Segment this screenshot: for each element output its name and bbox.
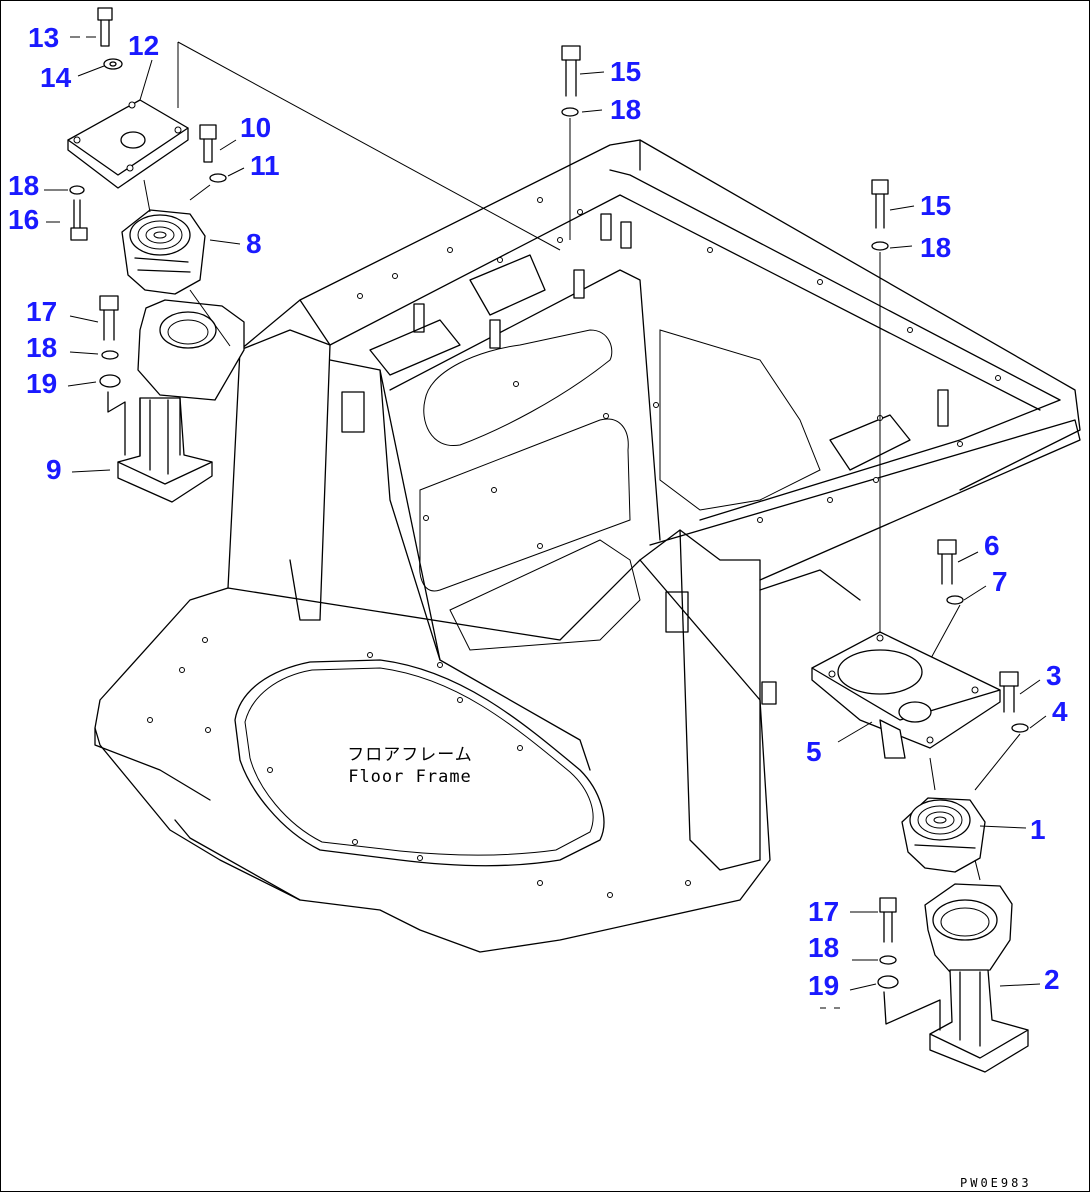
callout-leaders	[44, 36, 1047, 1009]
callout-13: 13	[28, 22, 60, 53]
callout-18-a: 18	[8, 170, 40, 201]
callout-8: 8	[246, 228, 262, 259]
callout-5: 5	[806, 736, 822, 767]
floor-frame-label: フロアフレーム Floor Frame	[330, 744, 490, 788]
callout-19-b: 19	[808, 970, 840, 1001]
right-mount-assembly	[811, 539, 1029, 1073]
center-bolts	[561, 45, 889, 700]
callout-12: 12	[128, 30, 160, 61]
callout-17-b: 17	[808, 896, 840, 927]
callout-16: 16	[8, 204, 40, 235]
callout-1: 1	[1030, 814, 1046, 845]
callout-7: 7	[992, 566, 1008, 597]
callout-18-e: 18	[808, 932, 840, 963]
callout-14: 14	[40, 62, 72, 93]
drawing-code: PW0E983	[960, 1176, 1032, 1190]
floor-frame-english: Floor Frame	[348, 767, 472, 787]
callout-19-a: 19	[26, 368, 58, 399]
callout-10: 10	[240, 112, 272, 143]
callout-6: 6	[984, 530, 1000, 561]
callout-4: 4	[1052, 696, 1068, 727]
callout-18-d: 18	[920, 232, 952, 263]
callout-2: 2	[1044, 964, 1060, 995]
callout-18-b: 18	[26, 332, 58, 363]
callout-11: 11	[250, 150, 280, 181]
callout-9: 9	[46, 454, 62, 485]
callout-15-b: 15	[920, 190, 952, 221]
left-mount-assembly	[67, 7, 561, 503]
floor-frame-japanese: フロアフレーム	[347, 745, 473, 765]
floor-frame-assembly	[94, 139, 1081, 953]
callout-17-a: 17	[26, 296, 58, 327]
callout-3: 3	[1046, 660, 1062, 691]
callout-15-a: 15	[610, 56, 642, 87]
callout-18-c: 18	[610, 94, 642, 125]
